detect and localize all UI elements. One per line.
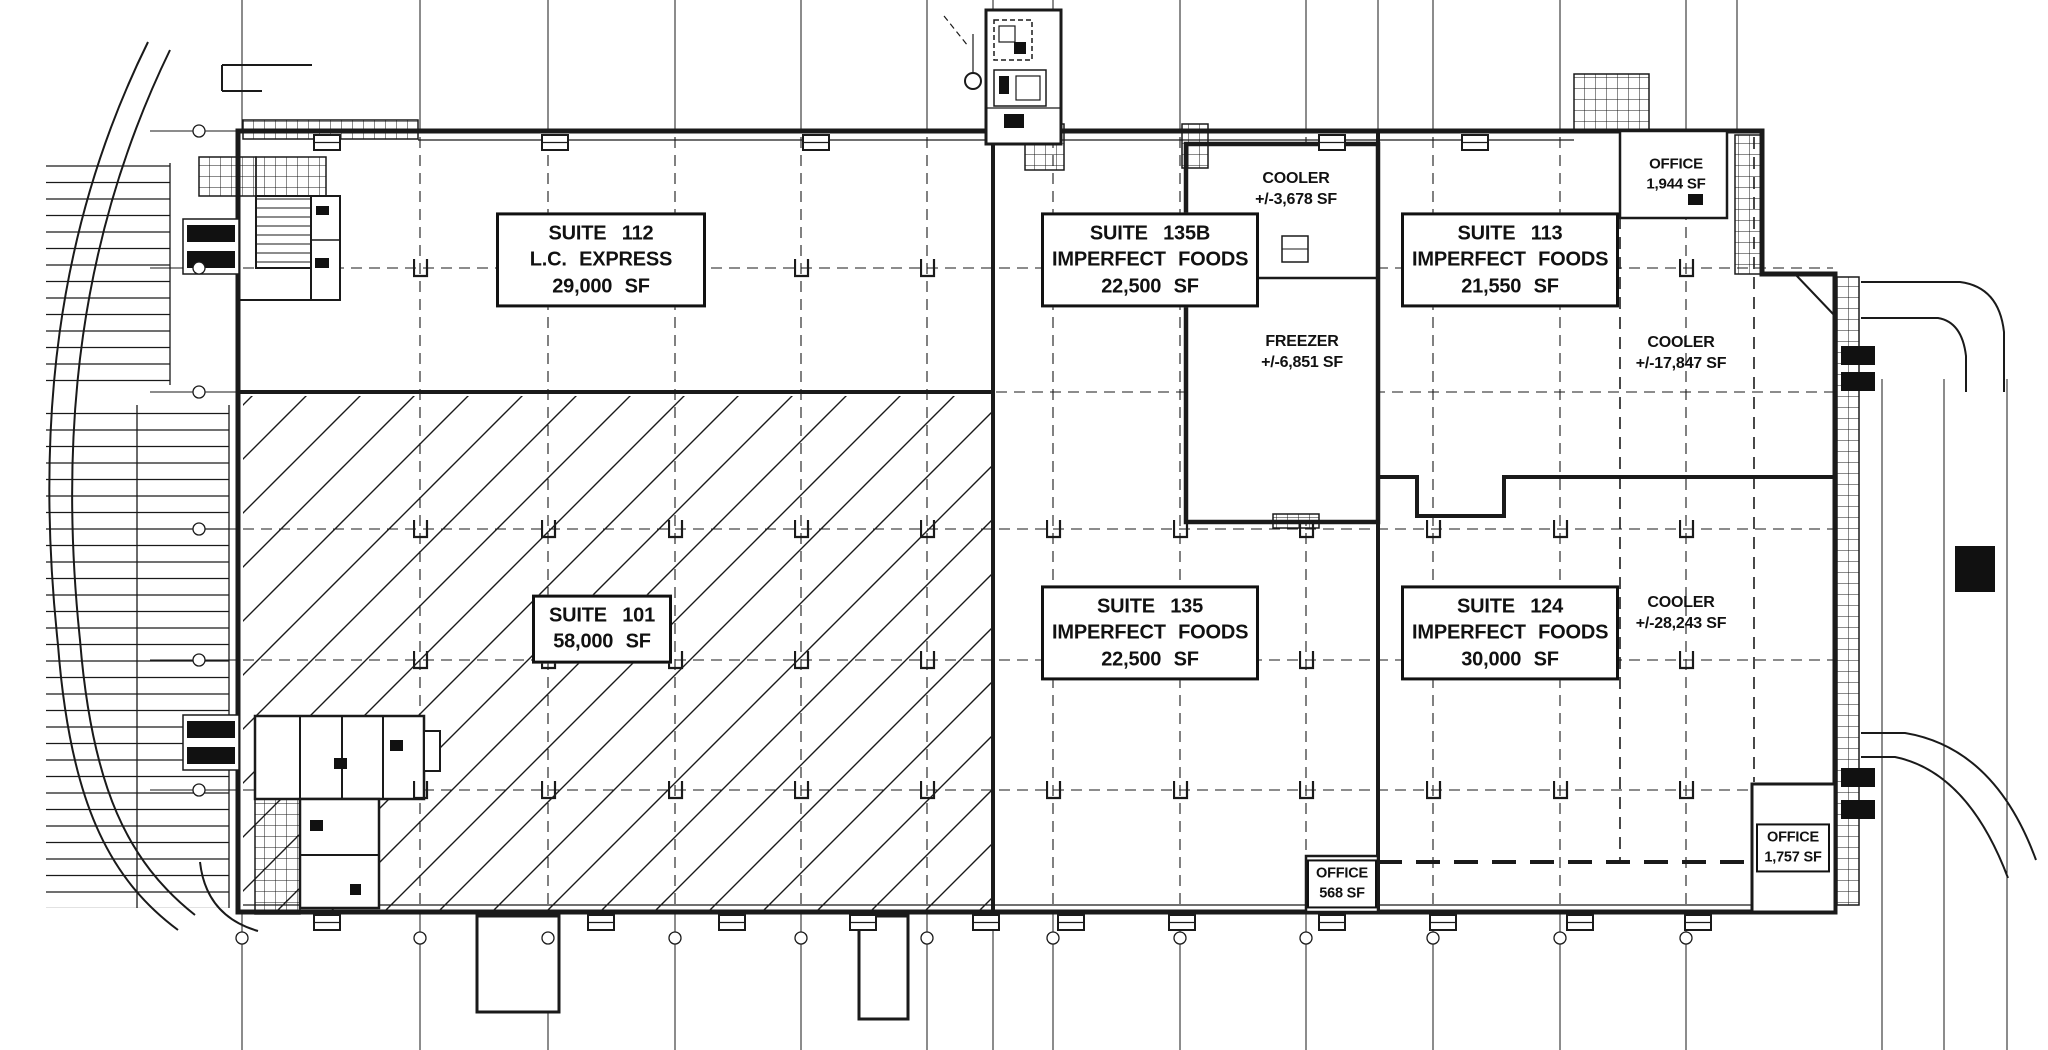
truck-ramps (475, 914, 910, 1021)
suite-tenant: IMPERFECT FOODS (1052, 621, 1249, 644)
suite-tenant: L.C. EXPRESS (529, 248, 673, 271)
road-edge-right (199, 281, 2037, 932)
suite-number: SUITE 135B (1089, 222, 1211, 245)
suite-tenant: IMPERFECT FOODS (1052, 248, 1249, 271)
suite-area: 21,550 SF (1461, 275, 1559, 298)
suite-area: 30,000 SF (1461, 648, 1559, 671)
suite-tenant: IMPERFECT FOODS (1412, 248, 1609, 271)
grid-bubbles (192, 124, 1693, 945)
suite-area: 29,000 SF (552, 275, 650, 298)
suite-135b-label: SUITE 135B IMPERFECT FOODS 22,500 SF (1041, 212, 1259, 308)
suite-number: SUITE 124 (1456, 595, 1564, 618)
office-1944-room (1618, 129, 1729, 220)
freezer-cooler-block (1183, 141, 1381, 529)
parapet-strips (198, 73, 1860, 915)
office-cluster-bottomleft (253, 714, 441, 910)
cooler-28243-label: COOLER +/-28,243 SF (1635, 594, 1727, 632)
road-edge-left (48, 41, 312, 931)
suite-112-label: SUITE 112 L.C. EXPRESS 29,000 SF (496, 212, 706, 308)
suite-number: SUITE 113 (1457, 222, 1563, 245)
suite-number: SUITE 112 (548, 222, 654, 245)
office-1757-label: OFFICE 1,757 SF (1756, 823, 1830, 873)
office-1944-label: OFFICE 1,944 SF (1646, 155, 1706, 193)
suite-tenant: IMPERFECT FOODS (1412, 621, 1609, 644)
cooler-3678-label: COOLER +/-3,678 SF (1255, 170, 1337, 208)
suite-area: 58,000 SF (553, 631, 651, 653)
office-568-label: OFFICE 568 SF (1307, 859, 1377, 909)
cooler-17847-label: COOLER +/-17,847 SF (1635, 334, 1727, 372)
suite-area: 22,500 SF (1101, 275, 1199, 298)
utility-structure (943, 8, 1063, 146)
suite-124-label: SUITE 124 IMPERFECT FOODS 30,000 SF (1401, 585, 1619, 681)
suite-number: SUITE 101 (548, 604, 656, 627)
suite-area: 22,500 SF (1101, 648, 1199, 671)
suite-135-label: SUITE 135 IMPERFECT FOODS 22,500 SF (1041, 585, 1259, 681)
freezer-6851-label: FREEZER +/-6,851 SF (1261, 333, 1343, 371)
suite-101-label: SUITE 101 58,000 SF (532, 594, 672, 664)
suite-number: SUITE 135 (1096, 595, 1204, 618)
stair-cluster-topleft (238, 195, 341, 301)
suite-113-label: SUITE 113 IMPERFECT FOODS 21,550 SF (1401, 212, 1619, 308)
